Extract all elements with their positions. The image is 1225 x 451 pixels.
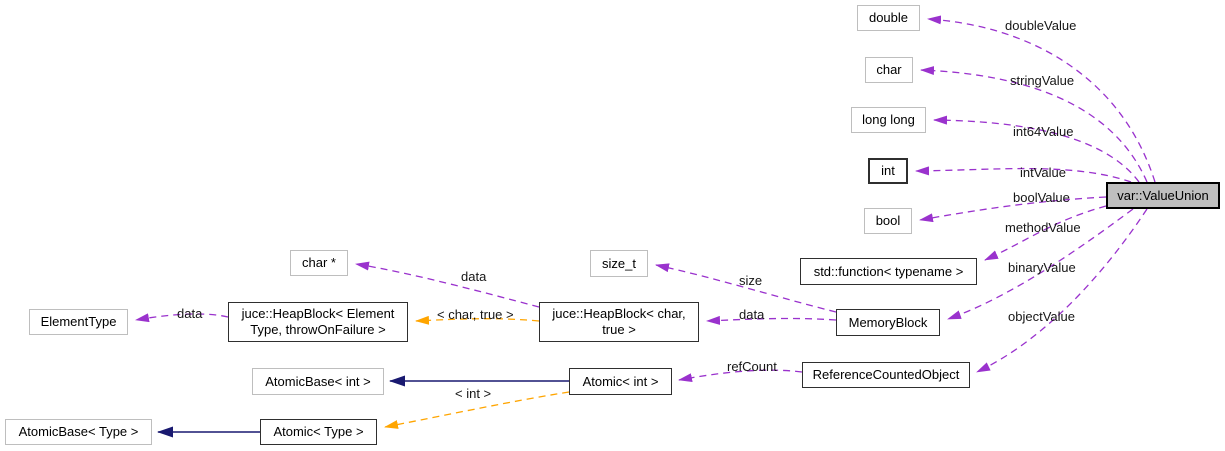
edge-data-heapblock-charptr bbox=[355, 261, 540, 308]
node-label: var::ValueUnion bbox=[1117, 187, 1209, 203]
edge-methodvalue bbox=[984, 205, 1107, 261]
node-char: char bbox=[865, 57, 913, 83]
node-bool: bool bbox=[864, 208, 912, 234]
edge-label-int64value: int64Value bbox=[1013, 124, 1074, 139]
node-label: Atomic< Type > bbox=[273, 424, 364, 439]
node-var-valueunion: var::ValueUnion bbox=[1106, 182, 1220, 209]
edge-int64value bbox=[933, 115, 1140, 183]
edge-label-objectvalue: objectValue bbox=[1008, 309, 1075, 324]
node-memoryblock[interactable]: MemoryBlock bbox=[836, 309, 940, 336]
node-label: char * bbox=[302, 255, 336, 270]
edge-stringvalue bbox=[920, 66, 1148, 183]
edge-boolvalue bbox=[919, 196, 1107, 223]
node-label: Atomic< int > bbox=[582, 373, 659, 389]
node-elementtype: ElementType bbox=[29, 309, 128, 335]
edge-label-boolvalue: boolValue bbox=[1013, 190, 1070, 205]
node-label: double bbox=[868, 10, 909, 25]
node-referencecountedobject[interactable]: ReferenceCountedObject bbox=[802, 362, 970, 388]
edge-label-refcount: refCount bbox=[727, 359, 777, 374]
edge-label-data-memoryblock: data bbox=[739, 307, 765, 322]
edge-label-size: size bbox=[739, 273, 763, 288]
edge-binaryvalue bbox=[947, 208, 1134, 320]
edge-doublevalue bbox=[927, 15, 1156, 183]
edge-label-int-template: < int > bbox=[455, 386, 492, 401]
edge-label-methodvalue: methodValue bbox=[1005, 220, 1081, 235]
edge-intvalue bbox=[915, 166, 1132, 183]
node-label: ReferenceCountedObject bbox=[812, 367, 960, 382]
edge-template-char-true bbox=[415, 315, 540, 325]
node-long-long: long long bbox=[851, 107, 926, 133]
node-label: long long bbox=[862, 112, 915, 127]
node-label: bool bbox=[875, 213, 901, 228]
edge-label-data-elementtype: data bbox=[177, 306, 203, 321]
node-label: MemoryBlock bbox=[848, 314, 928, 330]
edge-label-char-true: < char, true > bbox=[437, 307, 514, 322]
node-label: ElementType bbox=[40, 314, 117, 329]
node-label: AtomicBase< int > bbox=[265, 373, 371, 389]
edge-refcount bbox=[678, 369, 803, 383]
edge-data-memoryblock-heapblock bbox=[706, 315, 837, 325]
node-int[interactable]: int bbox=[868, 158, 908, 184]
edge-objectvalue bbox=[976, 208, 1148, 373]
node-label: std::function< typename > bbox=[813, 263, 964, 279]
node-label: juce::HeapBlock< Element Type, throwOnFa… bbox=[241, 306, 395, 337]
node-heapblock-char-true[interactable]: juce::HeapBlock< char, true > bbox=[539, 302, 699, 342]
edge-template-int bbox=[384, 391, 570, 429]
node-char-ptr: char * bbox=[290, 250, 348, 276]
edge-label-binaryvalue: binaryValue bbox=[1008, 260, 1076, 275]
node-label: char bbox=[876, 62, 902, 77]
node-label: juce::HeapBlock< char, true > bbox=[552, 306, 686, 337]
node-label: size_t bbox=[602, 255, 636, 271]
edge-label-stringvalue: stringValue bbox=[1010, 73, 1075, 88]
node-size-t: size_t bbox=[590, 250, 648, 277]
node-atomicbase-type: AtomicBase< Type > bbox=[5, 419, 152, 445]
node-label: int bbox=[881, 163, 895, 178]
node-label: AtomicBase< Type > bbox=[18, 424, 139, 439]
edge-label-intvalue: intValue bbox=[1020, 165, 1067, 180]
node-atomic-type[interactable]: Atomic< Type > bbox=[260, 419, 377, 445]
node-atomicbase-int: AtomicBase< int > bbox=[252, 368, 384, 395]
node-std-function[interactable]: std::function< typename > bbox=[800, 258, 977, 285]
edge-label-data-charptr: data bbox=[461, 269, 487, 284]
node-double: double bbox=[857, 5, 920, 31]
node-atomic-int[interactable]: Atomic< int > bbox=[569, 368, 672, 395]
edge-label-doublevalue: doubleValue bbox=[1005, 18, 1077, 33]
node-heapblock-elementtype[interactable]: juce::HeapBlock< Element Type, throwOnFa… bbox=[228, 302, 408, 342]
